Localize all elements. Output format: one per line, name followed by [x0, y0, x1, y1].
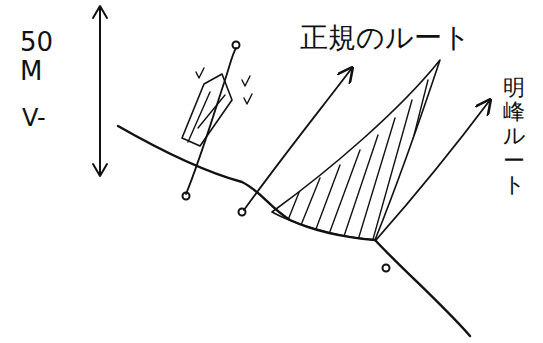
check-mark	[196, 68, 204, 78]
pitch-line	[186, 48, 236, 194]
check-mark	[242, 76, 250, 86]
station-dot	[383, 265, 390, 272]
hatched-area	[272, 60, 440, 240]
check-mark	[244, 94, 252, 104]
station-dot	[183, 193, 190, 200]
pitch-outline	[182, 74, 232, 146]
route-arrow	[244, 68, 352, 210]
ridge-line	[118, 126, 470, 336]
arrow-head	[93, 164, 107, 176]
height-dimension: 50 M	[20, 28, 68, 85]
route-name: 明峰ルート	[503, 76, 525, 197]
height-arrow	[99, 8, 101, 175]
arrow-head	[93, 6, 107, 18]
anchor-dot	[233, 42, 240, 49]
route-arrow	[376, 100, 490, 240]
route-name: 正規のルート	[300, 24, 471, 52]
grade-label: V-	[22, 106, 46, 130]
station-dot	[239, 209, 246, 216]
